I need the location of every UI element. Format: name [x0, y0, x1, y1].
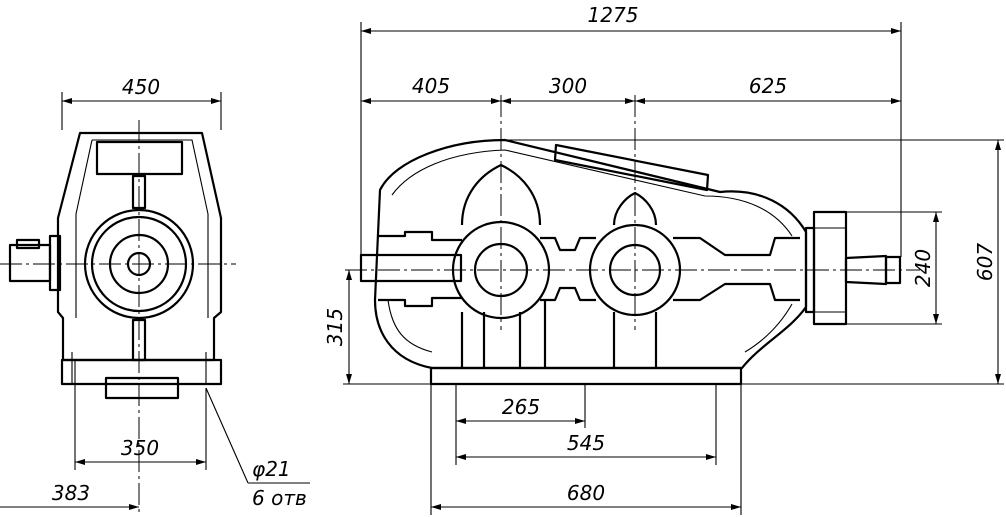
dim-405: 405: [412, 74, 450, 98]
dim-350: 350: [121, 436, 159, 460]
dim-1275: 1275: [588, 3, 639, 27]
side-view: 450 350 383 φ21 6 отв: [0, 75, 310, 515]
dim-hole-count: 6 отв: [252, 486, 307, 510]
dim-300: 300: [549, 74, 587, 98]
dim-625: 625: [749, 74, 787, 98]
dim-hole-dia: φ21: [252, 457, 291, 481]
dim-607: 607: [973, 243, 997, 281]
dim-680: 680: [567, 481, 605, 505]
dim-450: 450: [122, 75, 160, 99]
dim-315: 315: [323, 308, 347, 346]
dim-265: 265: [502, 395, 540, 419]
dim-240: 240: [911, 249, 935, 287]
dim-545: 545: [567, 431, 605, 455]
dim-383: 383: [52, 481, 90, 505]
front-view: 1275 405 300 625 607 240 315 265 545: [323, 3, 1004, 515]
